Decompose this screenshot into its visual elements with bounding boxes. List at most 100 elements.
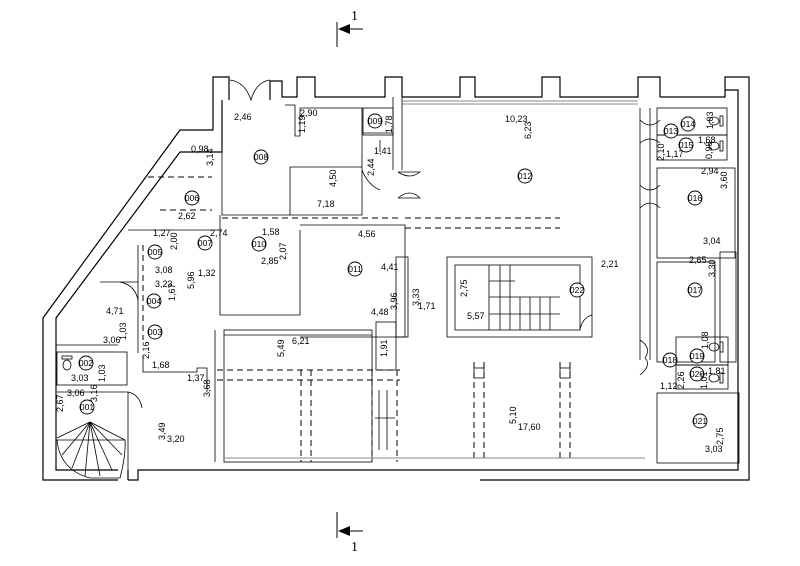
room-011: 011 [347,261,363,277]
dim: 3,03 [71,373,89,383]
room-015: 015 [678,137,694,153]
dim: 5,96 [186,271,196,289]
dim: 3,96 [389,292,399,310]
svg-text:004: 004 [147,296,161,306]
section-label-top: 1 [351,9,358,24]
room-016: 016 [687,190,703,206]
dim: 2,07 [278,242,288,260]
svg-text:005: 005 [148,247,162,257]
dim: 3,14 [205,148,215,166]
room-022: 022 [569,282,585,298]
doors [119,79,661,409]
dim: 6,23 [523,121,533,139]
room-010: 010 [251,236,267,252]
svg-text:022: 022 [570,285,584,295]
svg-text:007: 007 [198,238,212,248]
svg-text:014: 014 [681,119,695,129]
dim: 2,65 [689,255,707,265]
dim: 1,68 [698,135,716,145]
dim: 1,78 [384,115,394,133]
dim: 0,98 [704,141,714,159]
section-marker-bottom: 1 [336,512,363,555]
dim: 1,03 [705,111,715,129]
room-012: 012 [517,168,533,184]
dim: 3,60 [719,171,729,189]
room-014: 014 [680,116,696,132]
svg-text:002: 002 [79,358,93,368]
svg-text:021: 021 [693,416,707,426]
dim: 3,16 [89,384,99,402]
dim: 4,50 [328,169,338,187]
dim: 3,33 [411,288,421,306]
dim: 3,20 [167,434,185,444]
dim: 1,71 [418,301,436,311]
svg-text:013: 013 [664,126,678,136]
dim: 2,62 [178,211,196,221]
dim: 10,23 [505,114,528,124]
toilet-icons [61,115,724,384]
dim: 1,58 [262,227,280,237]
dim: 2,85 [261,256,279,266]
dim: 3,04 [703,236,721,246]
svg-text:006: 006 [185,193,199,203]
dim: 4,41 [381,262,399,272]
dim: 3,08 [155,265,173,275]
svg-text:015: 015 [679,140,693,150]
dim: 0,98 [191,144,209,154]
svg-text:010: 010 [252,239,266,249]
dim: 2,44 [366,158,376,176]
dim: 2,21 [601,259,619,269]
dim: 3,03 [705,444,723,454]
outer-walls [42,76,750,481]
room-labels: 001 002 003 004 005 006 007 008 009 010 … [78,113,708,429]
room-002: 002 [78,355,94,371]
section-label-bottom: 1 [351,540,358,555]
spiral-stair [56,421,126,479]
room-013: 013 [663,123,679,139]
svg-text:011: 011 [348,264,362,274]
dim: 5,10 [508,406,518,424]
dim: 1,01 [699,371,709,389]
svg-text:009: 009 [368,116,382,126]
room-019: 019 [689,348,705,364]
dim: 4,71 [106,306,124,316]
dim: 2,46 [234,112,252,122]
dim: 3,06 [103,335,121,345]
room-008: 008 [253,149,269,165]
room-009: 009 [367,113,383,129]
dim: 5,49 [276,339,286,357]
dim: 1,68 [152,360,170,370]
room-001: 001 [79,399,95,415]
section-marker-top: 1 [336,9,363,47]
dim: 2,10 [656,143,666,161]
room-006: 006 [184,190,200,206]
svg-text:008: 008 [254,152,268,162]
dim: 2,16 [141,341,151,359]
dim: 1,67 [167,283,177,301]
dim: 2,75 [715,427,725,445]
dim: 7,18 [317,199,335,209]
room-003: 003 [147,324,163,340]
dim: 2,94 [701,166,719,176]
stair-core-022 [488,265,560,330]
dim: 2,74 [210,228,228,238]
dim: 2,67 [55,394,65,412]
svg-text:012: 012 [518,171,532,181]
dim: 2,90 [300,108,318,118]
dim: 1,41 [374,146,392,156]
dim: 2,00 [169,232,179,250]
dim: 1,03 [97,364,107,382]
room-021: 021 [692,413,708,429]
stair-small [375,390,395,450]
svg-text:020: 020 [690,369,704,379]
dim: 1,27 [153,228,171,238]
dim: 1,91 [379,339,389,357]
dim: 1,19 [297,115,307,133]
svg-text:016: 016 [688,193,702,203]
dim: 1,81 [708,366,726,376]
dim: 3,06 [67,388,85,398]
svg-text:003: 003 [148,327,162,337]
room-017: 017 [687,282,703,298]
dim: 1,03 [118,322,128,340]
svg-text:001: 001 [80,402,94,412]
